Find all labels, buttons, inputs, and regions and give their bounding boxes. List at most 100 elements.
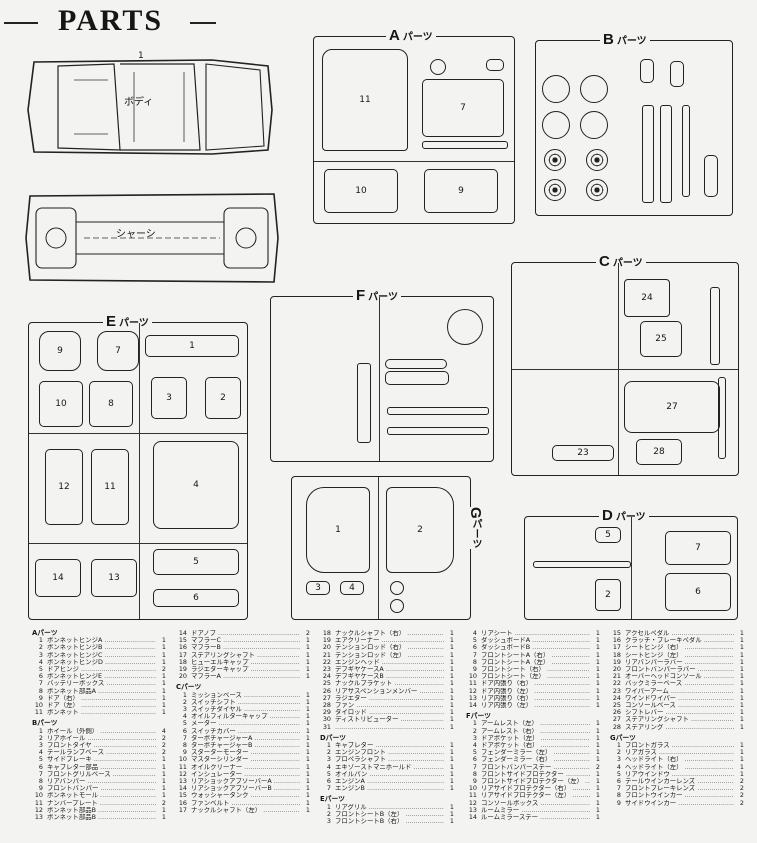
item-number: 11	[468, 679, 477, 688]
item-name: ドアポケット（左）	[481, 735, 590, 742]
item-quantity: 1	[595, 755, 600, 764]
item-quantity: 1	[739, 701, 744, 710]
list-item: 25コンソールベース1	[610, 701, 744, 710]
item-quantity: 1	[449, 679, 454, 688]
frame-d: Dパーツ 5 7 6 2	[524, 507, 738, 620]
item-name: テンションロッド（右）	[335, 644, 444, 651]
item-quantity: 1	[305, 705, 310, 714]
item-name: ワイパーアーム	[625, 688, 734, 695]
part-c25: 25	[640, 321, 682, 357]
part-g8	[390, 581, 404, 595]
item-number: 16	[178, 643, 187, 652]
item-name: フロントバンパーステー	[481, 764, 590, 771]
part-b8	[642, 105, 654, 203]
item-quantity: 2	[161, 798, 166, 807]
item-number: 10	[178, 755, 187, 764]
item-quantity: 2	[739, 784, 744, 793]
item-number: 17	[612, 643, 621, 652]
item-number: 6	[472, 755, 477, 764]
body-part-number: 1	[138, 51, 144, 61]
item-quantity: 1	[595, 741, 600, 750]
item-number: 23	[612, 686, 621, 695]
item-quantity: 1	[449, 629, 454, 637]
part-e12: 12	[45, 449, 83, 525]
part-b16	[670, 61, 684, 87]
part-d3	[533, 561, 631, 568]
list-header: Fパーツ	[466, 712, 491, 721]
list-item: 2スイッチシフト1	[176, 698, 310, 706]
item-quantity: 1	[595, 643, 600, 652]
item-quantity: 1	[449, 722, 454, 731]
item-name: コンソールベース	[625, 702, 734, 709]
chassis-drawing: シャーシ	[24, 186, 284, 290]
item-number: 6	[38, 672, 43, 681]
list-item: 17ステアリングシャフト1	[176, 651, 310, 659]
item-quantity: 1	[305, 798, 310, 807]
list-item: 4オイルフィルターキャップ1	[176, 713, 310, 720]
item-quantity: 1	[595, 657, 600, 666]
item-name: リアバンパーラバー	[625, 659, 734, 666]
item-name: リアショックアブソーバーA	[191, 778, 300, 785]
item-name: ディストリビューター	[335, 716, 444, 723]
part-e6: 6	[153, 589, 239, 607]
list-header: Gパーツ	[610, 733, 636, 742]
item-name: ボンネット	[47, 709, 156, 716]
list-item: 7ターボチャージャーA1	[176, 734, 310, 742]
item-quantity: 1	[305, 726, 310, 735]
list-item: 22バックミラーベース1	[610, 680, 744, 687]
list-item: 1リアグリル1	[320, 802, 454, 811]
item-number: 7	[326, 784, 331, 793]
sprue-line	[618, 263, 619, 475]
item-number: 7	[472, 762, 477, 771]
part-d2: 2	[595, 579, 621, 611]
item-quantity: 1	[449, 748, 454, 757]
list-item: 18ヒューエルキャップ1	[176, 658, 310, 666]
item-quantity: 2	[161, 748, 166, 757]
item-name: リアガラス	[625, 749, 734, 756]
item-name: タイロッド	[335, 709, 444, 716]
item-number: 3	[38, 741, 43, 750]
item-name: リア内張り（右）	[481, 695, 590, 702]
item-name: ボンネットヒンジA	[47, 637, 156, 644]
item-number: 2	[616, 748, 621, 757]
item-name: クラッチ・ブレーキペダル	[625, 637, 734, 644]
item-name: アクセルペダル	[625, 630, 734, 637]
item-name: シートヒンジ（右）	[625, 644, 734, 651]
item-quantity: 1	[739, 629, 744, 637]
item-quantity: 1	[161, 643, 166, 652]
item-name: ナックルブラケット	[335, 680, 444, 687]
item-number: 20	[322, 643, 331, 652]
part-e13: 13	[91, 559, 137, 597]
part-g4: 4	[340, 581, 364, 595]
list-item: 2リアホイール2	[32, 734, 166, 742]
item-number: 18	[612, 650, 621, 659]
item-quantity: 1	[739, 665, 744, 674]
item-quantity: 1	[305, 748, 310, 757]
list-item: 6テールウインカーレンズ2	[610, 777, 744, 785]
part-b15	[640, 59, 654, 83]
item-quantity: 1	[595, 636, 600, 645]
part-d7: 7	[665, 531, 731, 565]
item-name: ドアポケット（右）	[481, 742, 590, 749]
item-name: ダッシュボードB	[481, 644, 590, 651]
item-number: 1	[326, 802, 331, 811]
body-label: ボディ	[124, 97, 154, 108]
item-name: スイッチカバー	[191, 728, 300, 735]
list-item: 8ターボチャージャーB1	[176, 741, 310, 749]
list-item: 8フロントサイドプロテクター1	[466, 770, 600, 778]
item-name: フロントウインカー	[625, 792, 734, 799]
item-number: 21	[322, 650, 331, 659]
part-a7: 7	[422, 79, 504, 137]
item-name: リアバンパー	[47, 778, 156, 785]
item-quantity: 2	[161, 665, 166, 674]
item-number: 26	[612, 708, 621, 717]
item-name: マフラーB	[191, 644, 300, 651]
list-header: Cパーツ	[176, 683, 202, 692]
